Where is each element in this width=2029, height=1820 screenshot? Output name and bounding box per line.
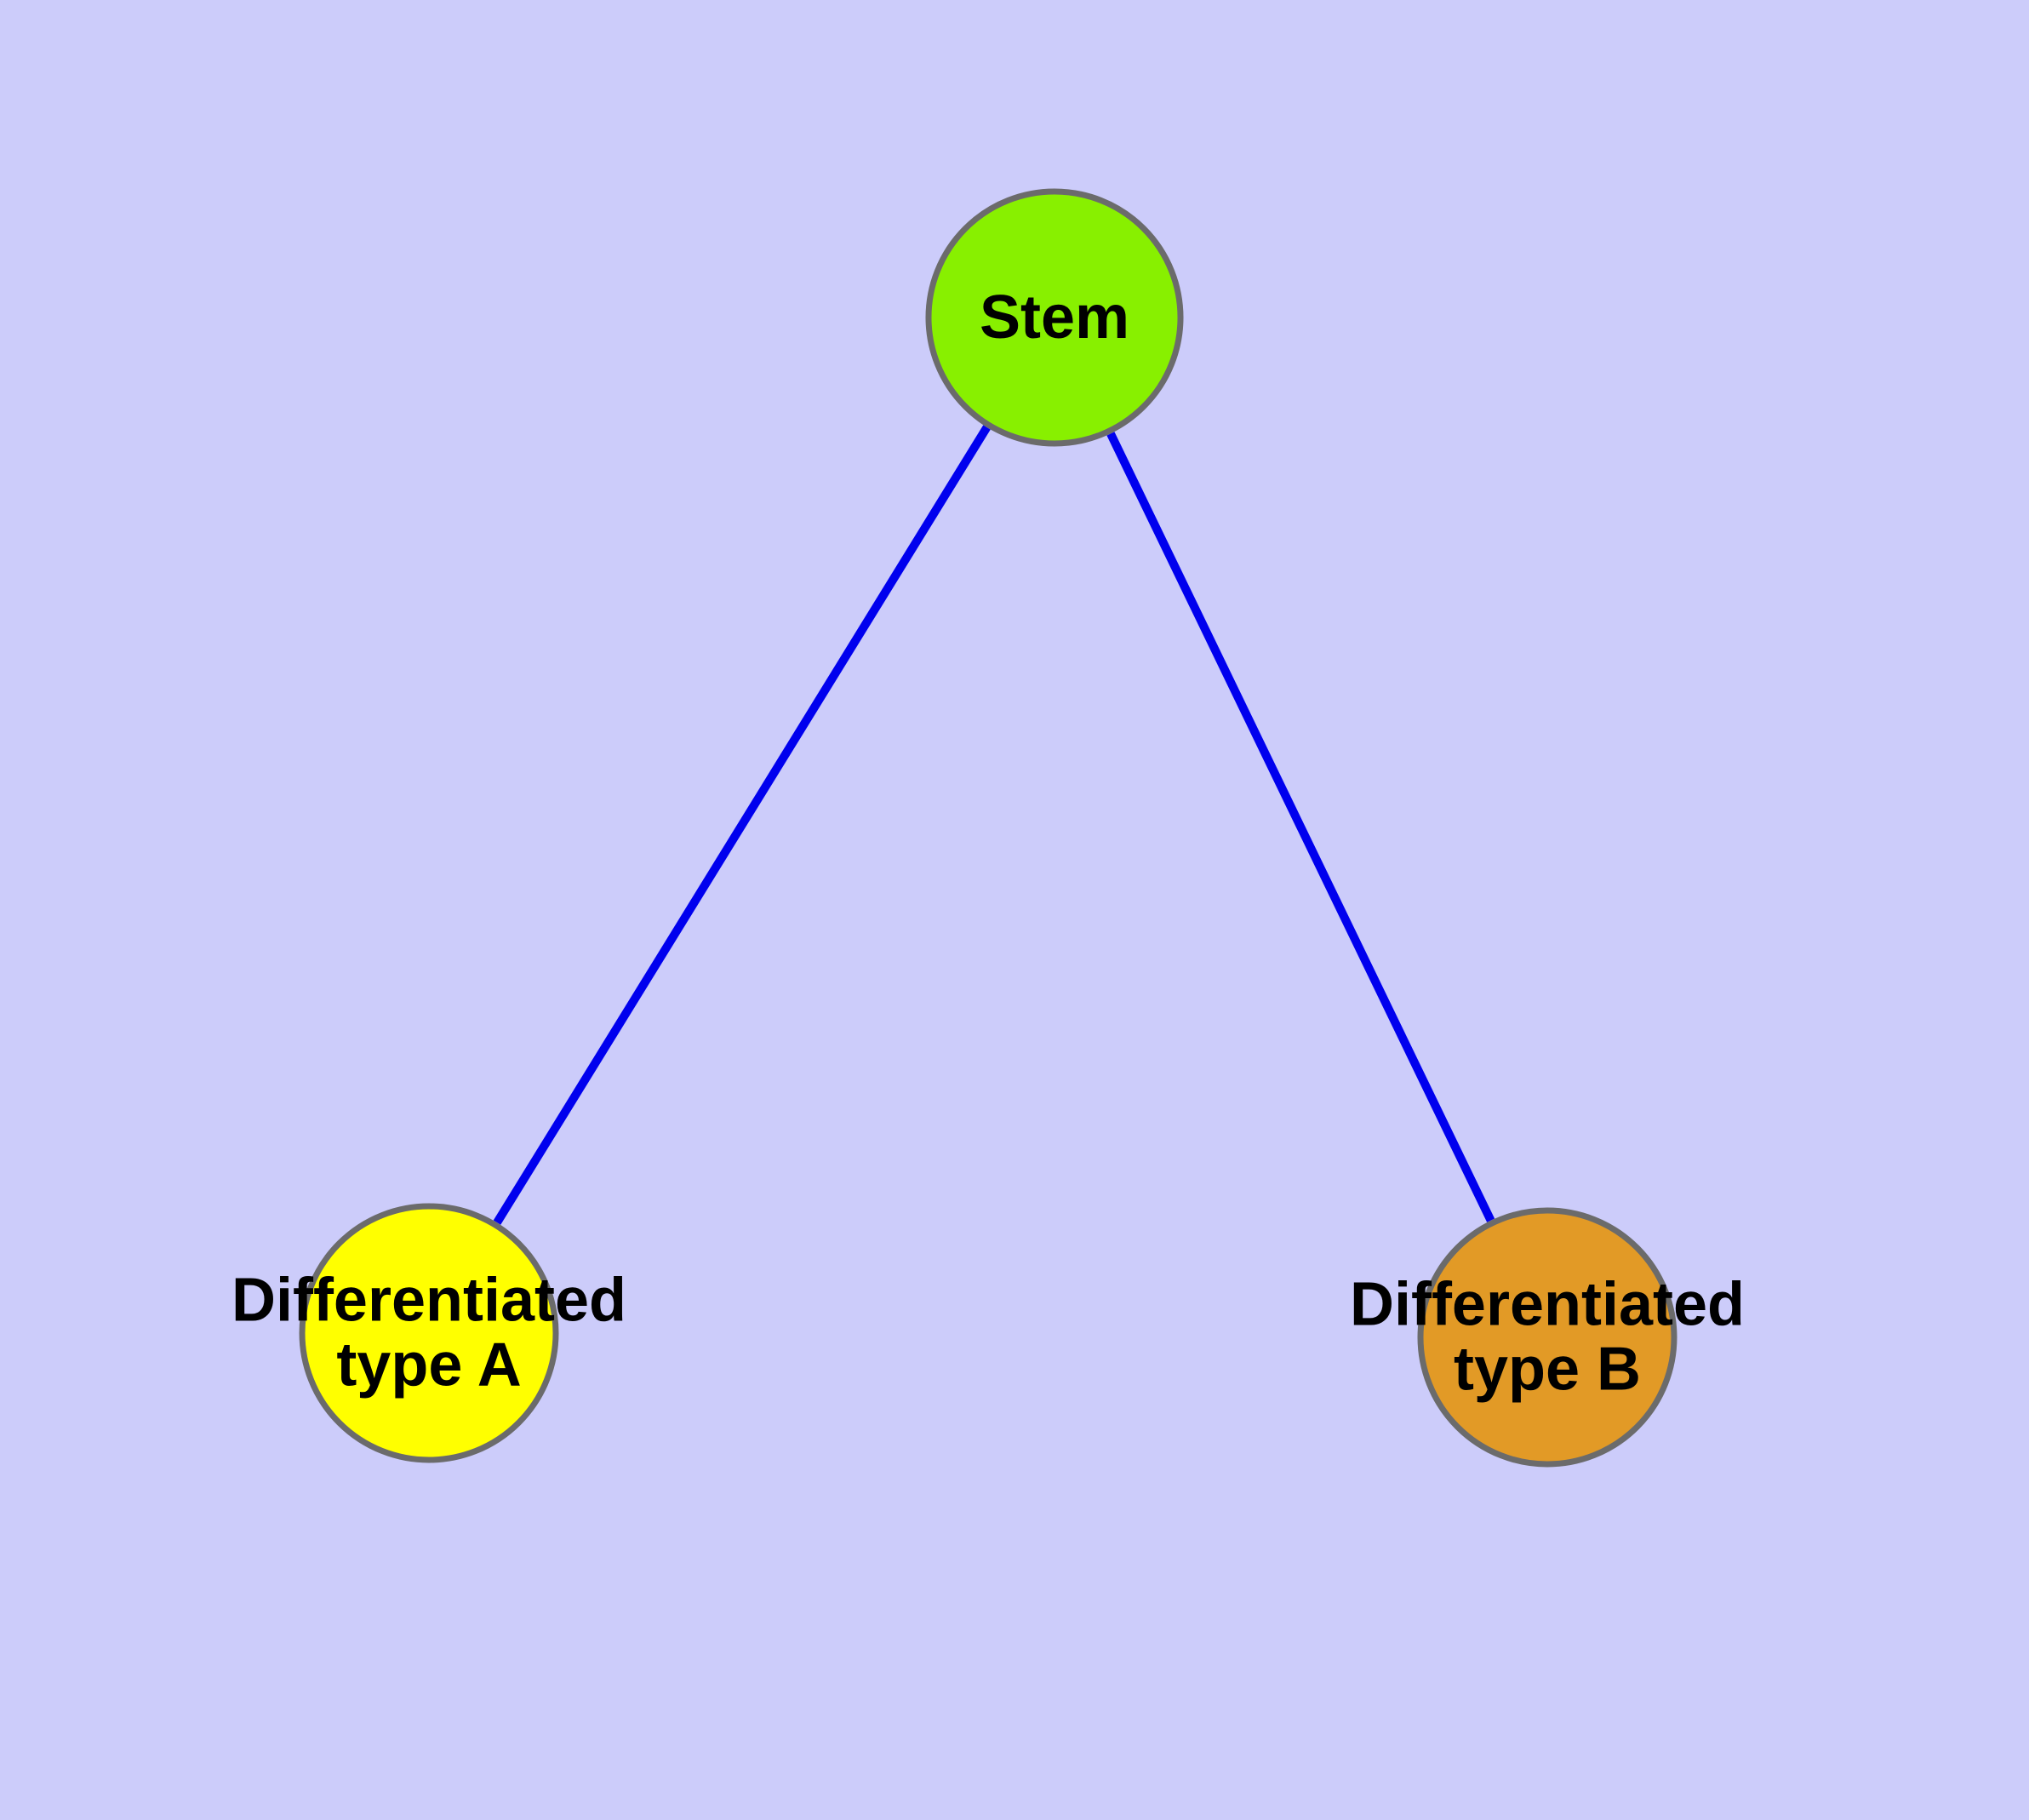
graph-node-stem[interactable] xyxy=(925,188,1184,447)
graph-edge-stem-to-b xyxy=(1106,432,1495,1222)
edge-layer xyxy=(493,425,1495,1225)
graph-node-diff-a[interactable] xyxy=(299,1203,559,1463)
graph-edge-stem-to-a xyxy=(493,425,991,1225)
graph-node-diff-b[interactable] xyxy=(1417,1207,1677,1468)
node-layer xyxy=(299,188,1677,1468)
